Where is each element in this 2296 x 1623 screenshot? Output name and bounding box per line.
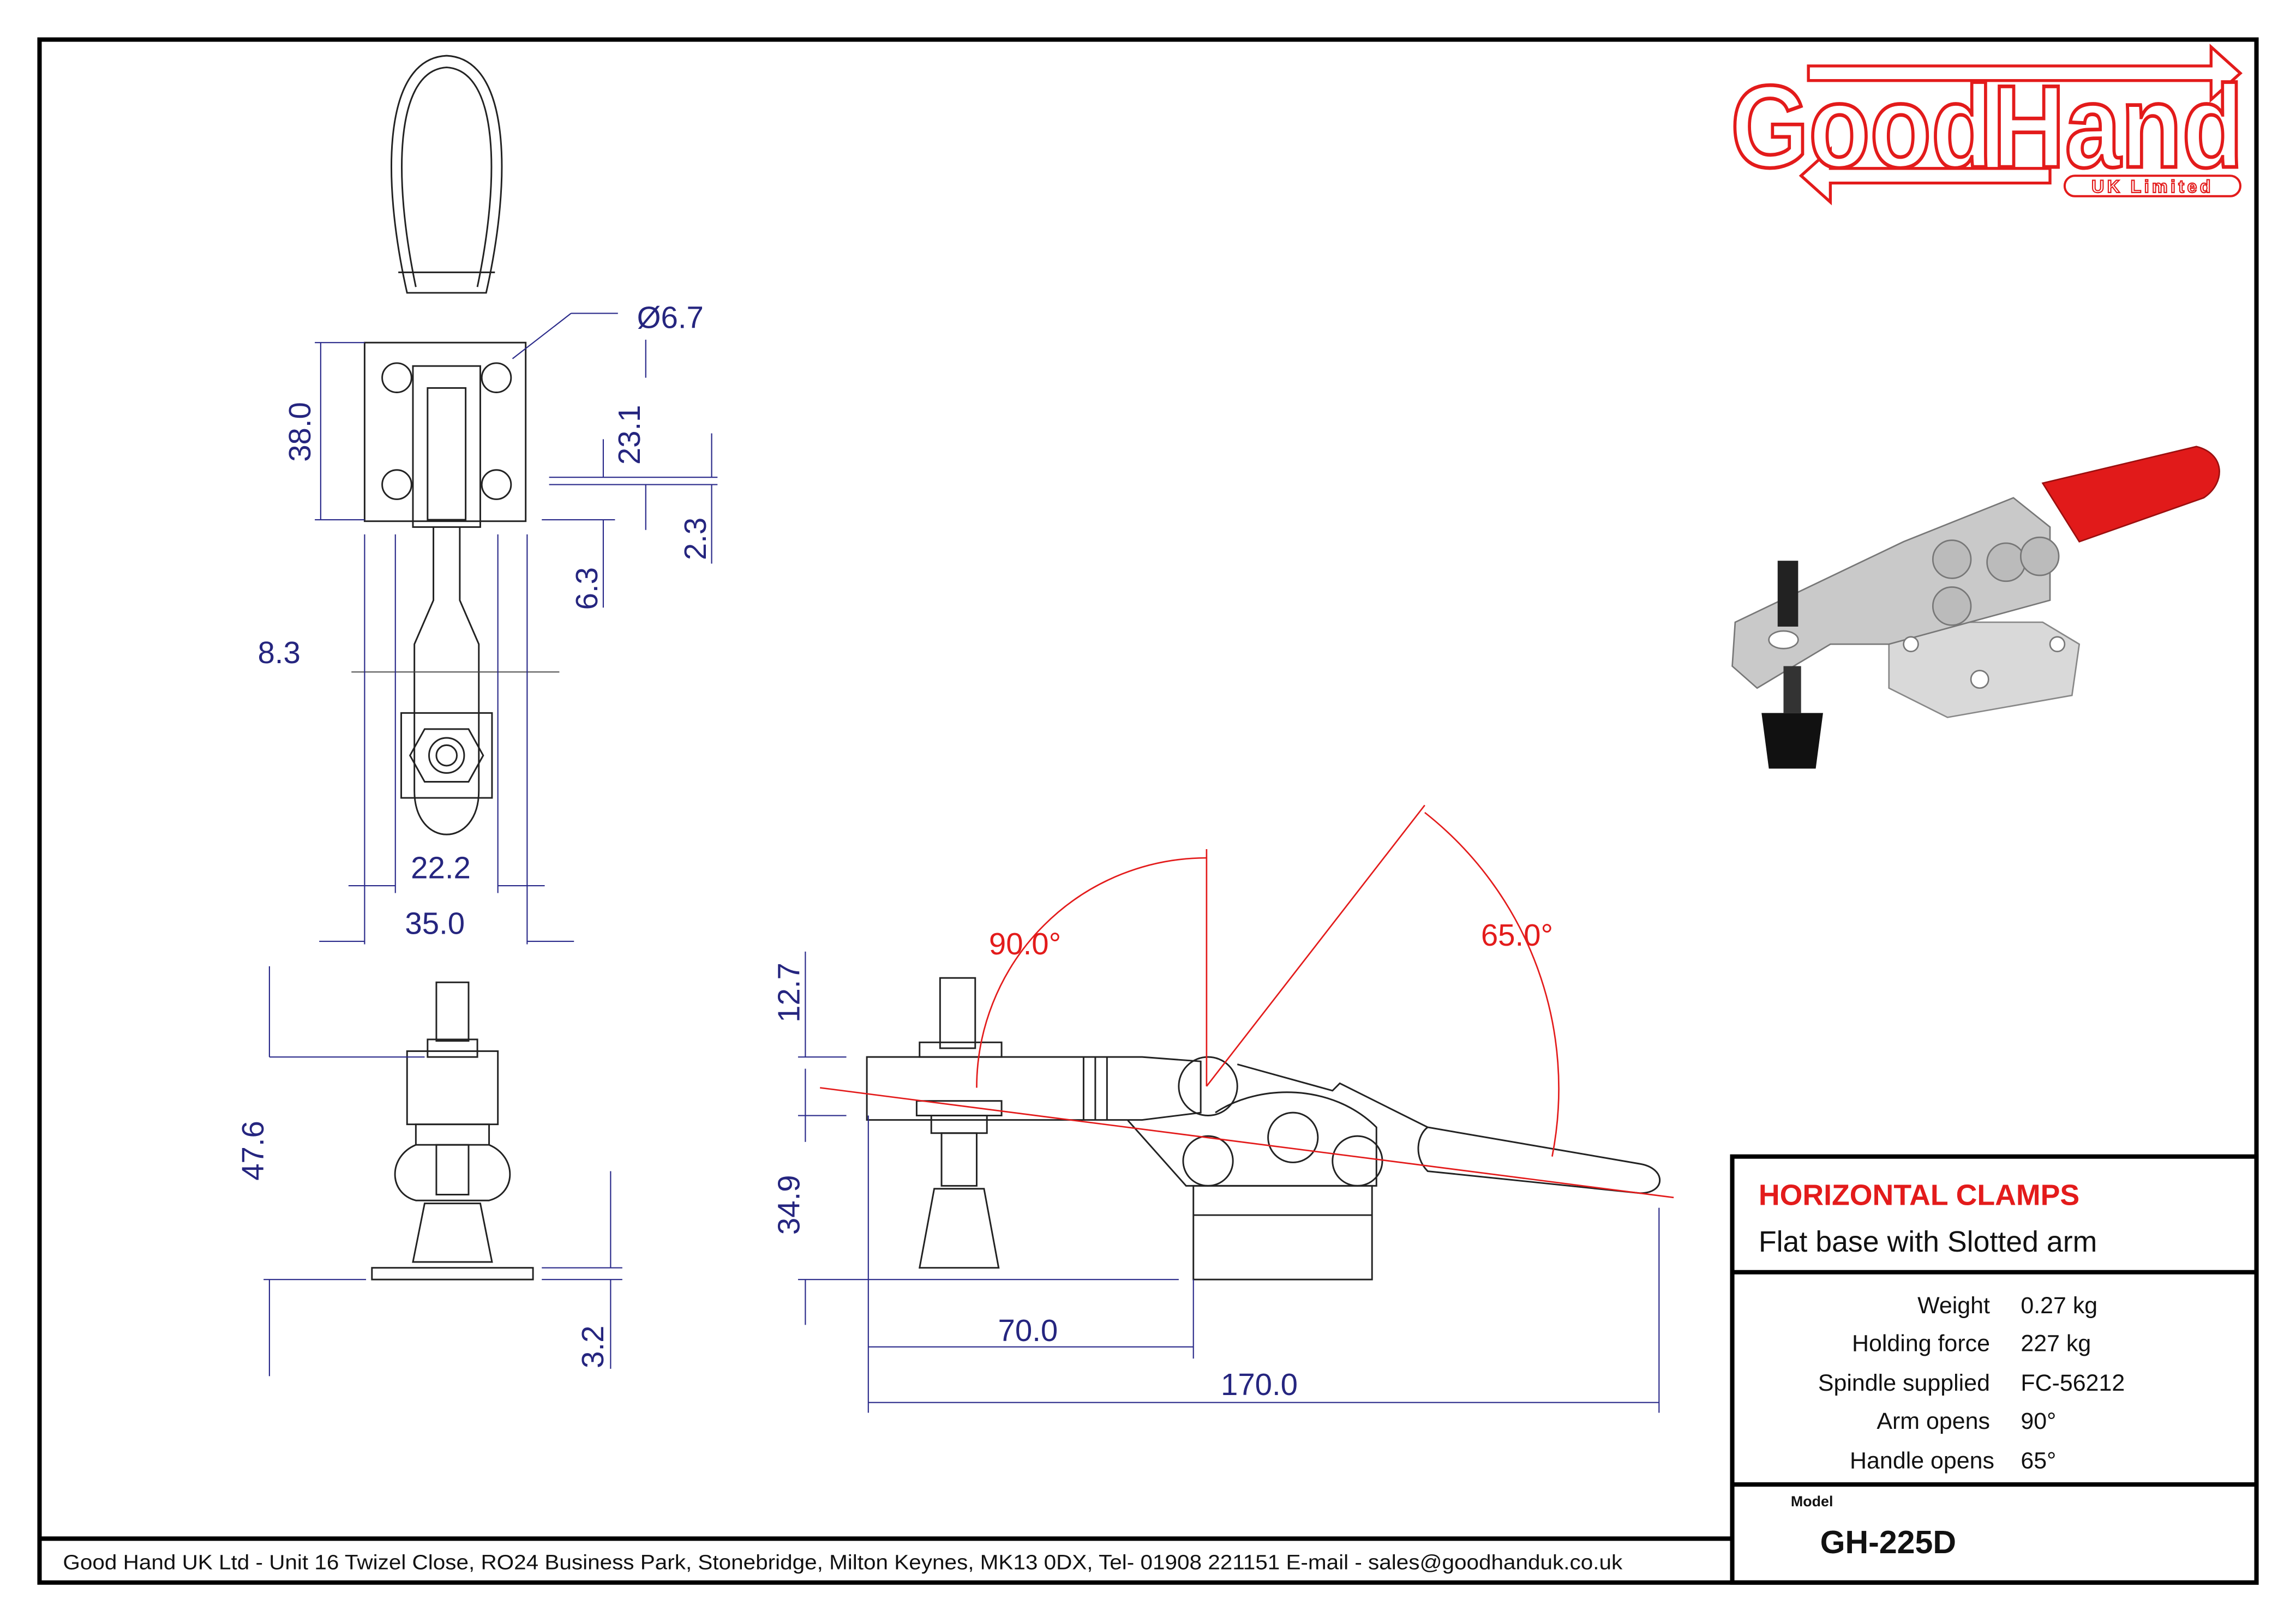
angle-handle-65: 65.0° <box>1481 918 1553 952</box>
spec-label: Handle opens <box>1850 1447 1994 1474</box>
spec-value: 65° <box>2021 1447 2056 1474</box>
clamp-3d-render <box>1731 446 2220 769</box>
side-view <box>866 977 1661 1281</box>
spec-label: Holding force <box>1852 1331 1990 1357</box>
spec-label: Weight <box>1917 1293 1990 1319</box>
spec-label: Spindle supplied <box>1818 1370 1990 1396</box>
model-number: GH-225D <box>1820 1524 1956 1560</box>
spec-value: FC-56212 <box>2021 1370 2125 1396</box>
side-view-angles: 90.0° 65.0° <box>820 804 1674 1199</box>
title-block: HORIZONTAL CLAMPS Flat base with Slotted… <box>1730 1154 2259 1585</box>
top-view <box>351 55 560 835</box>
dim-23-1: 23.1 <box>612 405 646 465</box>
drawing-border <box>37 37 2259 1585</box>
top-view-dimensions: 38.0 Ø6.7 23.1 2.3 6.3 8.3 22.2 35.0 <box>257 300 718 945</box>
dim-22-2: 22.2 <box>411 851 471 885</box>
model-label: Model <box>1791 1493 1833 1510</box>
spec-value: 227 kg <box>2021 1331 2091 1357</box>
goodhand-logo: GoodHand UK Limited <box>1729 43 2245 206</box>
spec-label: Arm opens <box>1877 1408 1990 1434</box>
dim-35-0: 35.0 <box>405 906 465 941</box>
dim-2-3: 2.3 <box>678 518 712 560</box>
dim-170-0: 170.0 <box>1221 1367 1298 1402</box>
end-view <box>371 981 534 1281</box>
angle-arm-90: 90.0° <box>989 927 1061 961</box>
end-view-dimensions: 47.6 3.2 <box>236 966 622 1376</box>
dim-70-0: 70.0 <box>998 1313 1058 1348</box>
logo-wordmark: GoodHand <box>1731 61 2244 192</box>
dim-8-3: 8.3 <box>257 635 300 670</box>
dim-diameter-6-7: Ø6.7 <box>637 300 704 334</box>
specs-list: Weight 0.27 kg Holding force 227 kg Spin… <box>1818 1293 2125 1474</box>
dim-34-9: 34.9 <box>772 1175 806 1235</box>
dim-3-2: 3.2 <box>576 1325 610 1368</box>
footer-address: Good Hand UK Ltd - Unit 16 Twizel Close,… <box>63 1551 1622 1574</box>
spec-value: 90° <box>2021 1408 2056 1434</box>
dim-6-3: 6.3 <box>569 567 604 610</box>
dim-12-7: 12.7 <box>772 963 806 1023</box>
logo-sub: UK Limited <box>2091 177 2214 196</box>
spec-value: 0.27 kg <box>2021 1293 2097 1319</box>
dim-38-0: 38.0 <box>283 402 317 462</box>
side-view-dimensions: 12.7 34.9 70.0 170.0 <box>772 951 1660 1413</box>
dim-47-6: 47.6 <box>236 1121 270 1181</box>
subtitle: Flat base with Slotted arm <box>1759 1225 2097 1258</box>
category-title: HORIZONTAL CLAMPS <box>1759 1179 2079 1211</box>
